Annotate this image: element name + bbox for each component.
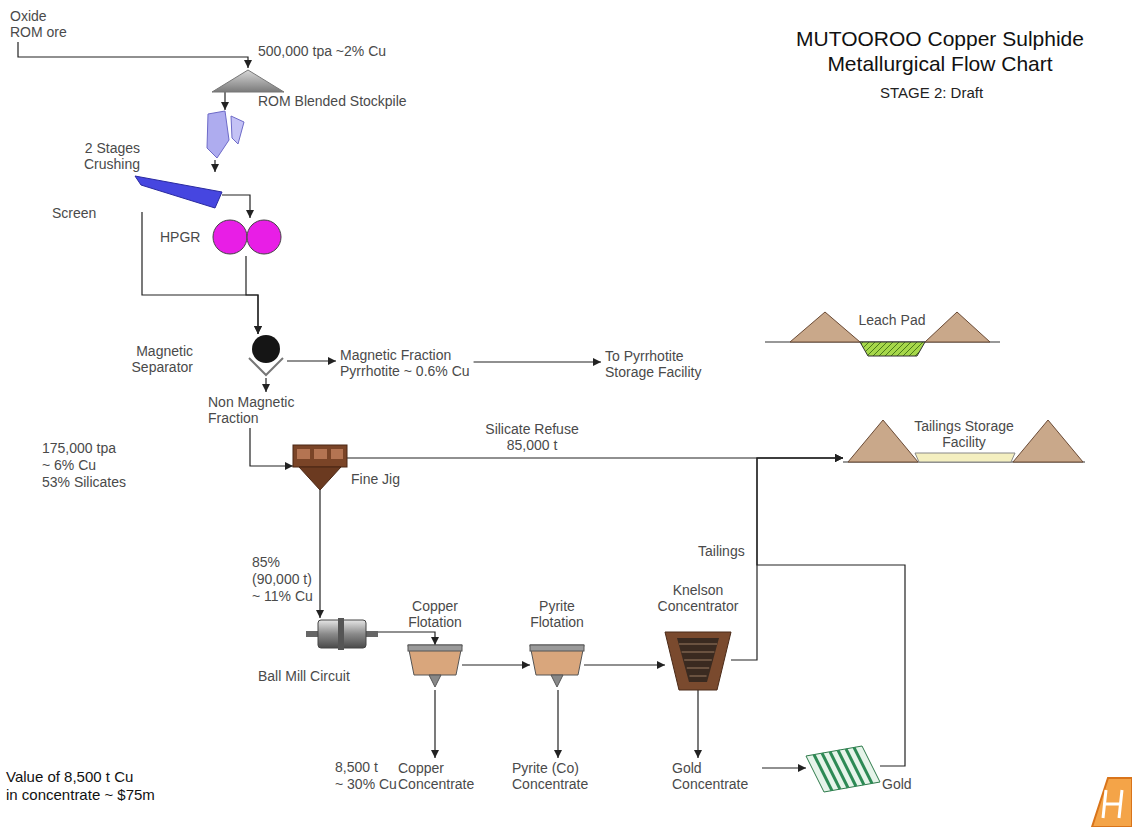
node-label: Copper Flotation (400, 598, 470, 630)
product-text: Copper Concentrate (394, 758, 488, 794)
flow-arrow (757, 458, 905, 766)
product-text: Non Magnetic Fraction (204, 392, 307, 428)
crusher-symbol (205, 110, 245, 160)
node-label: Copper Concentrate (398, 760, 484, 792)
flow-arrow (697, 690, 698, 758)
fine-jig-symbol (293, 445, 347, 490)
knelson-concentrator: Knelson Concentrator (665, 632, 731, 690)
ball-mill-symbol (306, 618, 378, 650)
flow-arrow (250, 428, 293, 466)
product-text: Pyrite (Co) Concentrate (508, 758, 602, 794)
magnetic-separator: Magnetic Separator (245, 334, 287, 378)
node-label: 2 Stages Crushing (70, 140, 140, 172)
flotation-cell-symbol (530, 645, 584, 690)
flow-arrow (287, 360, 336, 361)
flow-arrow (246, 256, 258, 334)
flotation-cell-symbol (408, 645, 462, 690)
flow-arrow (434, 690, 435, 758)
node-label: HPGR (160, 229, 200, 245)
product-text: Gold Concentrate (668, 758, 762, 794)
tailings-storage: Tailings Storage Facility (843, 416, 1085, 480)
flow-annotation: 53% Silicates (42, 474, 126, 491)
flow-annotation: 500,000 tpa ~2% Cu (258, 43, 386, 60)
node-label: Gold (882, 776, 912, 792)
flow-annotation: (90,000 t) (252, 571, 312, 588)
knelson-concentrator-symbol (665, 632, 731, 690)
node-label: Leach Pad (847, 312, 937, 328)
stockpile-symbol (212, 68, 284, 92)
node-label: Pyrite (Co) Concentrate (512, 760, 598, 792)
node-label: Fine Jig (351, 471, 400, 487)
crusher: 2 Stages Crushing (205, 110, 245, 160)
flow-arrow (731, 458, 843, 660)
screen: Screen (135, 172, 222, 212)
flow-arrow (224, 92, 225, 110)
node-label: Magnetic Separator (118, 343, 193, 375)
node-label: Knelson Concentrator (652, 582, 744, 614)
flow-arrow (378, 632, 435, 645)
node-label: ROM Blended Stockpile (258, 93, 407, 109)
hpgr-symbol (212, 218, 282, 256)
node-label: Non Magnetic Fraction (208, 394, 303, 426)
flotation-cell: Copper Flotation (408, 645, 462, 690)
product-text: To Pyrrhotite Storage Facility (601, 346, 721, 382)
flow-arrow (142, 212, 258, 334)
flow-annotation: 85% (252, 554, 280, 571)
flow-arrow (557, 690, 558, 758)
input-text: Oxide ROM ore (6, 6, 76, 42)
magnetic-separator-symbol (245, 334, 287, 378)
node-label: Magnetic Fraction (340, 347, 470, 363)
gold-table: Gold (806, 746, 880, 792)
node-label: Pyrite Flotation (522, 598, 592, 630)
flow-label: Silicate Refuse 85,000 t (476, 421, 588, 453)
screen-symbol (135, 172, 222, 212)
product-text: Magnetic FractionPyrrhotite ~ 0.6% Cu (336, 345, 474, 381)
flow-arrow (474, 361, 601, 362)
flotation-cell: Pyrite Flotation (530, 645, 584, 690)
flow-annotation: Value of 8,500 t Cu (6, 768, 133, 786)
flow-arrow (214, 160, 215, 172)
flow-arrow (584, 664, 665, 665)
node-label: Gold Concentrate (672, 760, 758, 792)
hpgr: HPGR (212, 218, 282, 256)
node-label: Tailings Storage Facility (908, 418, 1020, 450)
flow-annotation: 175,000 tpa (42, 440, 116, 457)
flow-annotation: in concentrate ~ $75m (6, 786, 155, 804)
flow-label: Tailings (696, 543, 747, 559)
flow-annotation: ~ 30% Cu (335, 776, 397, 793)
ball-mill: Ball Mill Circuit (306, 618, 378, 650)
stockpile: ROM Blended Stockpile (212, 68, 284, 92)
flow-arrow (222, 195, 250, 218)
flow-arrow (762, 767, 806, 768)
node-label: Ball Mill Circuit (258, 668, 350, 684)
company-logo (1092, 778, 1132, 827)
flow-annotation: ~ 11% Cu (252, 588, 313, 605)
flow-arrow (265, 378, 266, 392)
node-label: Screen (52, 205, 96, 221)
node-label: Oxide ROM ore (10, 8, 72, 40)
flow-arrow (319, 490, 320, 618)
flow-arrow (18, 42, 248, 68)
node-label: Pyrrhotite ~ 0.6% Cu (340, 363, 470, 379)
gold-table-symbol (806, 746, 880, 792)
flow-annotation: STAGE 2: Draft (880, 84, 983, 102)
node-label: To Pyrrhotite Storage Facility (605, 348, 717, 380)
flow-annotation: ~ 6% Cu (42, 457, 96, 474)
leach-pad: Leach Pad (765, 308, 1000, 380)
chart-title: MUTOOROO Copper Sulphide Metallurgical F… (770, 26, 1110, 76)
flow-annotation: 8,500 t (335, 759, 378, 776)
flow-arrow (462, 664, 530, 665)
fine-jig: Fine Jig (293, 445, 347, 490)
